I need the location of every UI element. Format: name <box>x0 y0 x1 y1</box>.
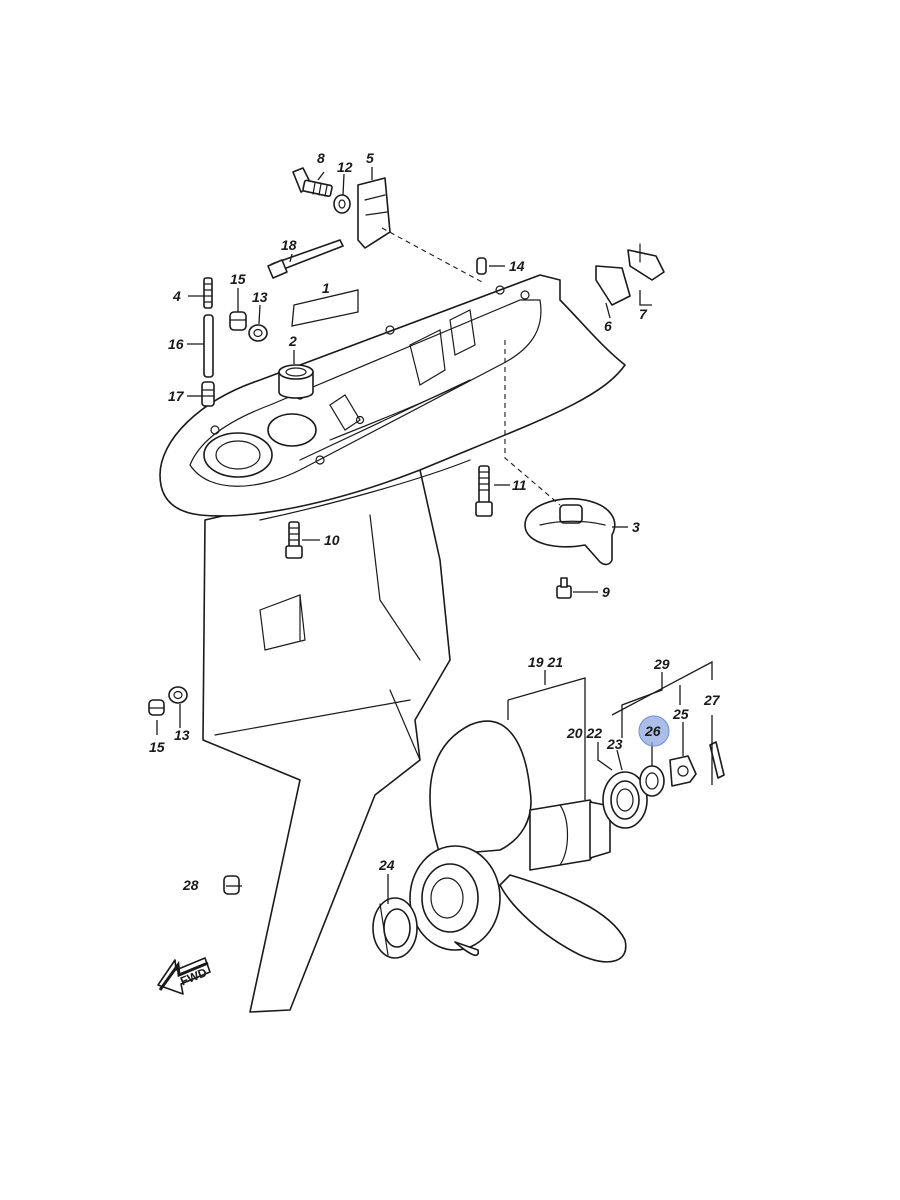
dowel-pin[interactable] <box>476 257 487 275</box>
callout-28[interactable]: 28 <box>182 877 199 893</box>
propeller[interactable] <box>409 720 627 963</box>
washer-12[interactable] <box>333 194 351 214</box>
callout-8[interactable]: 8 <box>317 150 325 166</box>
stud-bolt[interactable] <box>203 277 213 309</box>
callout-14[interactable]: 14 <box>509 258 525 274</box>
washer-13-lower[interactable] <box>168 686 188 704</box>
callout-2[interactable]: 2 <box>288 333 297 349</box>
callout-29[interactable]: 29 <box>653 656 670 672</box>
callout-26[interactable]: 26 <box>644 723 661 739</box>
washer-26[interactable] <box>639 765 665 797</box>
callout-3[interactable]: 3 <box>632 519 640 535</box>
callout-2022[interactable]: 20 22 <box>566 725 602 741</box>
callout-12[interactable]: 12 <box>337 159 353 175</box>
callout-4[interactable]: 4 <box>172 288 181 304</box>
water-screen-left[interactable] <box>595 265 631 306</box>
bolt-10[interactable] <box>285 521 303 559</box>
driveshaft-bushing[interactable] <box>278 364 314 399</box>
callout-labels: 8 12 5 18 14 4 15 13 1 16 2 17 6 7 11 3 … <box>149 150 721 893</box>
gear-case-housing[interactable] <box>159 274 626 1013</box>
thrust-washer[interactable] <box>602 771 648 829</box>
spacer[interactable] <box>372 897 418 959</box>
cable-tie[interactable] <box>267 239 344 279</box>
alignment-line-cover <box>381 227 483 283</box>
forward-arrow-icon: FWD <box>157 957 211 995</box>
callout-5[interactable]: 5 <box>366 150 374 166</box>
callout-16[interactable]: 16 <box>168 336 184 352</box>
callout-9[interactable]: 9 <box>602 584 610 600</box>
bolt-8[interactable] <box>292 167 333 198</box>
callout-1[interactable]: 1 <box>322 280 330 296</box>
trim-tab[interactable] <box>524 497 616 566</box>
drain-fitting[interactable] <box>201 381 215 407</box>
plug-15-lower[interactable] <box>148 699 165 716</box>
leader-lines <box>156 167 713 904</box>
callout-15-upper[interactable]: 15 <box>230 271 246 287</box>
water-inlet-cover[interactable] <box>357 177 391 249</box>
callout-27[interactable]: 27 <box>703 692 721 708</box>
callout-13-upper[interactable]: 13 <box>252 289 268 305</box>
callout-13-lower[interactable]: 13 <box>174 727 190 743</box>
callout-23[interactable]: 23 <box>606 736 623 752</box>
driveshaft-pin[interactable] <box>203 314 214 378</box>
alignment-line-trim <box>504 340 561 506</box>
bolt-11[interactable] <box>475 465 493 517</box>
callout-6[interactable]: 6 <box>604 318 612 334</box>
cotter-pin[interactable] <box>709 741 725 779</box>
callout-15-lower[interactable]: 15 <box>149 739 165 755</box>
callout-11[interactable]: 11 <box>512 477 527 493</box>
bolt-9[interactable] <box>556 577 572 599</box>
callout-10[interactable]: 10 <box>324 532 340 548</box>
callout-18[interactable]: 18 <box>281 237 297 253</box>
plug-15-upper[interactable] <box>229 311 247 331</box>
selected-part-highlight <box>638 715 670 747</box>
water-screen-right[interactable] <box>627 243 665 281</box>
washer-13-upper[interactable] <box>248 324 268 342</box>
callout-24[interactable]: 24 <box>378 857 395 873</box>
plug-28[interactable] <box>223 875 240 895</box>
callout-1921[interactable]: 19 21 <box>528 654 563 670</box>
callout-7[interactable]: 7 <box>639 306 648 322</box>
propeller-nut[interactable] <box>669 755 697 787</box>
callout-25[interactable]: 25 <box>672 706 689 722</box>
callout-17[interactable]: 17 <box>168 388 185 404</box>
